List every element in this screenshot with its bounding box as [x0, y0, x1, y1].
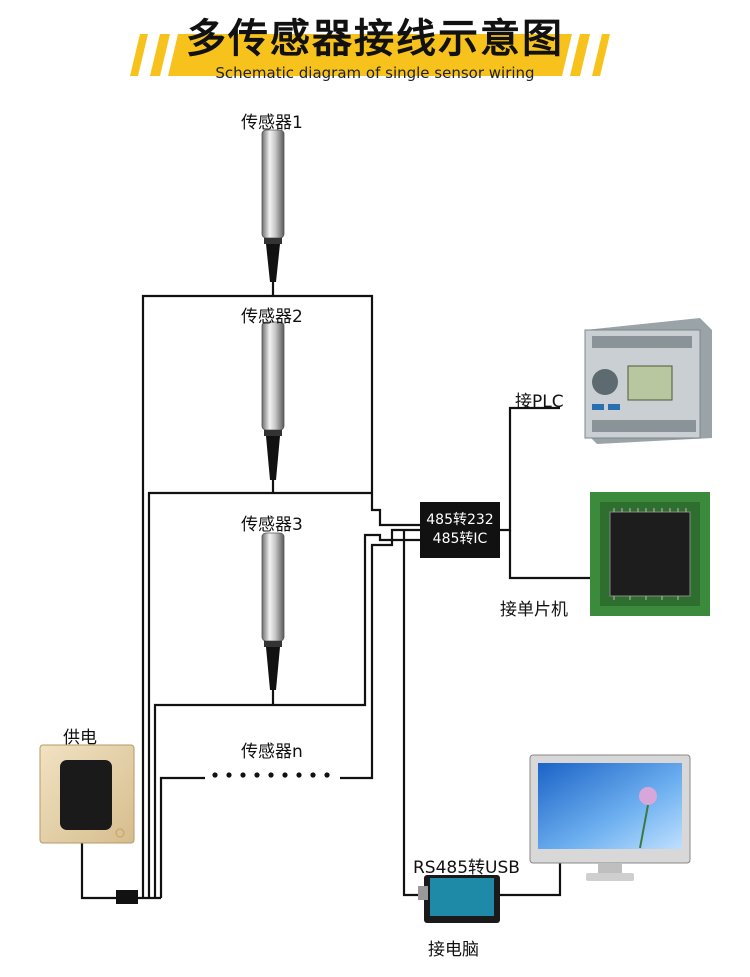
- microcontroller-board-icon: [590, 492, 710, 616]
- converter-line-1: 485转232: [426, 512, 494, 528]
- mcu-label: 接单片机: [500, 600, 568, 620]
- power-adapter-icon: [39, 744, 135, 844]
- rs485-converter-box: 485转232 485转IC: [420, 502, 500, 558]
- page-subtitle: Schematic diagram of single sensor wirin…: [215, 64, 535, 82]
- page-title: 多传感器接线示意图: [186, 16, 564, 62]
- sensor-1-label: 传感器1: [241, 113, 303, 133]
- power-label: 供电: [63, 728, 97, 748]
- cable-junction: [116, 890, 138, 904]
- sensor-1-probe: [261, 129, 285, 282]
- sensor-3-probe: [261, 532, 285, 690]
- sensor-n-dots: [212, 772, 330, 778]
- usb-converter-device-icon: [418, 875, 500, 923]
- converter-line-2: 485转IC: [432, 531, 488, 547]
- bus-wires: [80, 282, 590, 900]
- plc-label: 接PLC: [515, 392, 564, 412]
- sensor-2-probe: [261, 321, 285, 480]
- usb-converter-label: RS485转USB: [413, 858, 520, 878]
- computer-label: 接电脑: [428, 940, 479, 960]
- sensor-n-label: 传感器n: [241, 742, 303, 762]
- sensor-3-label: 传感器3: [241, 515, 303, 535]
- title-banner: [130, 34, 610, 76]
- sensor-2-label: 传感器2: [241, 307, 303, 327]
- computer-monitor-icon: [529, 754, 691, 881]
- plc-device-icon: [584, 318, 712, 444]
